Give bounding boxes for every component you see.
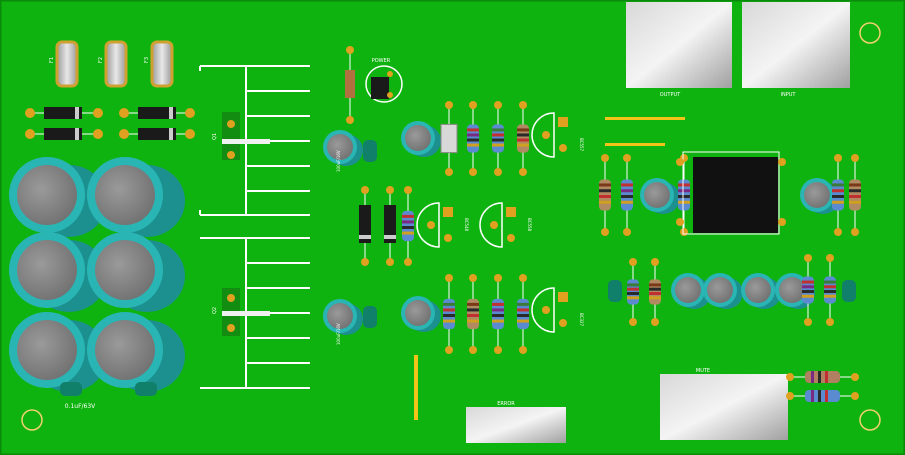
- power-transistor-bottom: Q2: [212, 288, 270, 336]
- bulk-capacitor: [87, 232, 185, 312]
- small-capacitor: [640, 178, 680, 214]
- resistor: [832, 154, 844, 236]
- resistor: [467, 274, 479, 354]
- transistor-label: BC327: [579, 313, 584, 327]
- heatsink-top: [199, 65, 310, 216]
- transistor-label: BC557: [579, 138, 584, 152]
- small-capacitor: [323, 299, 363, 335]
- mute-connector: MUTE: [660, 368, 788, 440]
- bulk-capacitor: [87, 312, 185, 392]
- resistor: [599, 154, 611, 236]
- to92-transistor: [479, 202, 516, 248]
- fuse-label-f1: F1: [49, 57, 55, 63]
- power-transistor-top: Q1: [212, 112, 270, 160]
- to92-transistor: [416, 202, 453, 248]
- q1-label: Q1: [212, 133, 218, 140]
- small-capacitor: [741, 273, 781, 309]
- wire-links: [414, 117, 685, 420]
- heatsink-bottom: [200, 237, 310, 389]
- output-connector: OUTPUT: [626, 2, 732, 98]
- resistor: [443, 274, 455, 354]
- small-cap-label-b: 100uF/16V: [336, 323, 341, 345]
- resistor: [824, 254, 836, 326]
- rectifier-diodes: [25, 107, 195, 140]
- resistor-power: [345, 46, 355, 124]
- resistor: [802, 254, 814, 326]
- bulk-capacitor: [9, 312, 107, 392]
- resistors: [402, 101, 861, 354]
- bulk-capacitor: [9, 157, 107, 237]
- input-label: INPUT: [781, 92, 797, 98]
- cap-rating-label: 0.1uF/63V: [65, 403, 96, 410]
- bulk-capacitor: [87, 157, 185, 237]
- to92-transistor: [531, 287, 568, 333]
- resistor: [621, 154, 633, 236]
- transistor-label: BC558: [527, 218, 532, 232]
- film-capacitors: [60, 140, 856, 396]
- q2-label: Q2: [212, 307, 218, 314]
- input-connector: INPUT: [742, 2, 850, 98]
- bulk-capacitor: [9, 232, 107, 312]
- amplifier-ic: [676, 151, 786, 235]
- small-cap-label-a: 100uF/16V: [336, 150, 341, 172]
- small-capacitor: [671, 273, 711, 309]
- error-label: ERROR: [497, 401, 515, 407]
- resistor: [440, 101, 458, 176]
- small-capacitor: [401, 121, 441, 157]
- to92-transistor: [531, 112, 568, 158]
- fuse-label-f2: F2: [98, 57, 104, 63]
- error-connector: ERROR: [466, 401, 566, 443]
- signal-diodes: [359, 186, 396, 266]
- small-capacitor: [703, 273, 743, 309]
- resistor: [402, 186, 414, 266]
- output-label: OUTPUT: [660, 92, 681, 98]
- small-capacitor: [323, 130, 363, 166]
- resistor: [467, 101, 479, 176]
- resistors-bottom-right: [786, 371, 859, 402]
- bulk-capacitors: [9, 157, 185, 392]
- resistor: [492, 101, 504, 176]
- fuse-label-f3: F3: [144, 57, 150, 63]
- resistor: [627, 258, 639, 326]
- resistor: [517, 101, 529, 176]
- transistor-label: BC548: [464, 218, 469, 232]
- small-capacitor: [401, 296, 441, 332]
- fuses: F1 F2 F3: [49, 40, 174, 88]
- resistor: [649, 258, 661, 326]
- resistor: [517, 274, 529, 354]
- resistor: [492, 274, 504, 354]
- resistor: [849, 154, 861, 236]
- small-capacitor: [800, 178, 840, 214]
- mounting-holes: [21, 22, 881, 431]
- mute-label: MUTE: [696, 368, 710, 374]
- small-capacitors: [323, 121, 840, 335]
- power-led: POWER: [365, 58, 403, 103]
- power-label: POWER: [372, 58, 391, 64]
